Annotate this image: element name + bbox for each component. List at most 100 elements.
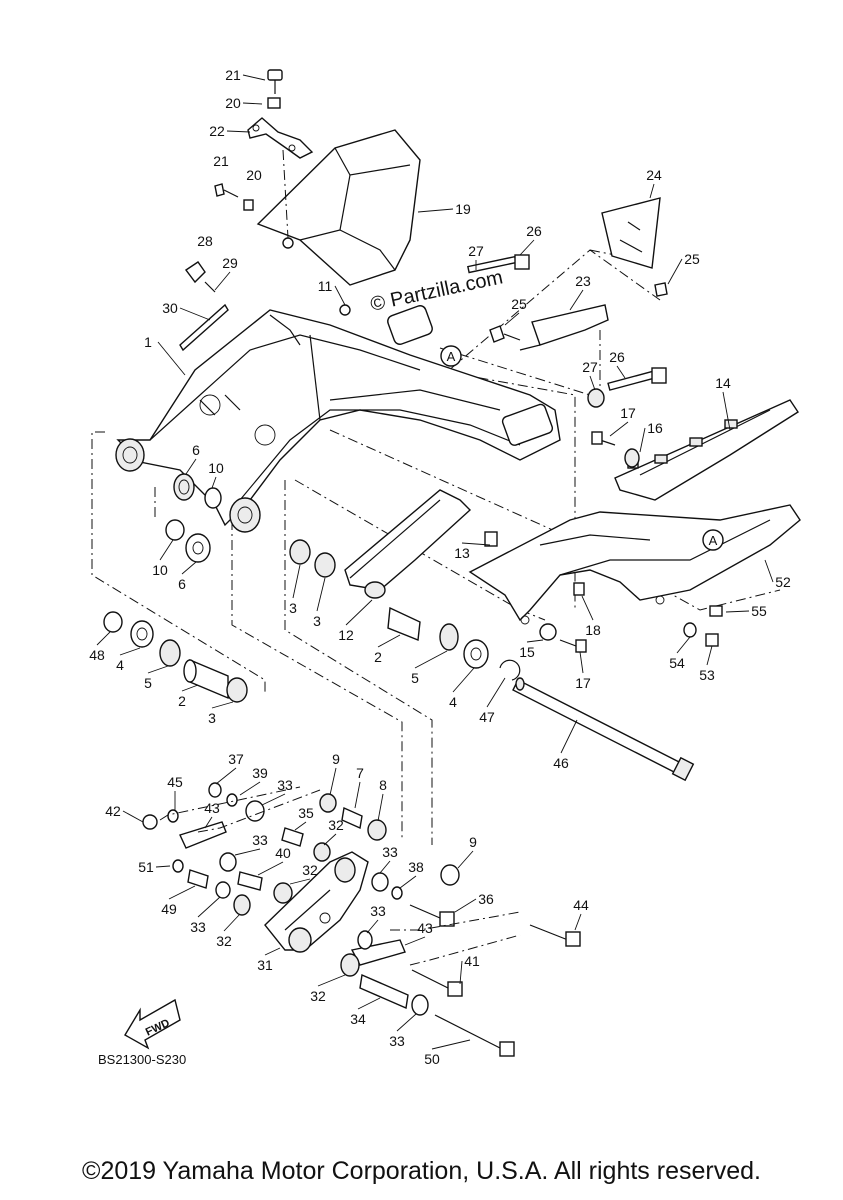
- callout-leader-line: [155, 865, 171, 868]
- callout-labels: 2120222120192428292726251130232512726141…: [89, 67, 791, 1067]
- callout-leader-line: [459, 960, 463, 985]
- callout-8: 8: [379, 777, 387, 793]
- callout-leader-line: [211, 476, 217, 489]
- callout-leader-line: [257, 861, 284, 876]
- callout-3: 3: [289, 600, 297, 616]
- callout-leader-line: [334, 285, 346, 306]
- callout-11: 11: [318, 278, 333, 294]
- callout-25: 25: [511, 296, 527, 312]
- callout-36: 36: [478, 891, 494, 907]
- callout-9: 9: [469, 834, 477, 850]
- callout-12: 12: [338, 627, 354, 643]
- callout-leader-line: [414, 650, 448, 669]
- callout-leader-line: [181, 561, 197, 575]
- callout-1: 1: [144, 334, 152, 350]
- callout-leader-line: [226, 130, 251, 133]
- callout-19: 19: [455, 201, 471, 217]
- callout-leader-line: [168, 885, 196, 900]
- callout-53: 53: [699, 667, 715, 683]
- callout-leader-line: [649, 183, 655, 199]
- callout-leader-line: [431, 1039, 471, 1050]
- callout-26: 26: [609, 349, 625, 365]
- callout-leader-line: [486, 677, 506, 708]
- callout-40: 40: [275, 845, 291, 861]
- bolts-16-17: [591, 431, 640, 468]
- callout-leader-line: [560, 719, 578, 754]
- callout-leader-line: [404, 936, 426, 946]
- ref-marker-label: A: [709, 533, 718, 548]
- callout-21: 21: [225, 67, 241, 83]
- callout-2: 2: [374, 649, 382, 665]
- callout-leader-line: [706, 645, 713, 666]
- linkage-bolts: [409, 904, 581, 1057]
- linkage-reference-lines: [159, 786, 521, 966]
- callout-29: 29: [222, 255, 238, 271]
- callout-leader-line: [377, 793, 384, 822]
- callout-5: 5: [144, 675, 152, 691]
- callout-7: 7: [356, 765, 364, 781]
- callout-18: 18: [585, 622, 601, 638]
- callout-leader-line: [119, 647, 141, 656]
- callout-41: 41: [464, 953, 480, 969]
- callout-leader-line: [569, 289, 584, 311]
- axle: [512, 677, 695, 782]
- callout-10: 10: [208, 460, 224, 476]
- callout-leader-line: [181, 684, 199, 692]
- callout-leader-line: [122, 810, 144, 823]
- callout-45: 45: [167, 774, 183, 790]
- callout-leader-line: [454, 898, 477, 913]
- callout-5: 5: [411, 670, 419, 686]
- callout-leader-line: [589, 375, 596, 391]
- callout-leader-line: [609, 421, 629, 437]
- callout-16: 16: [647, 420, 663, 436]
- callout-3: 3: [313, 613, 321, 629]
- callout-30: 30: [162, 300, 178, 316]
- copyright-text: ©2019 Yamaha Motor Corporation, U.S.A. A…: [82, 1157, 761, 1185]
- callout-2: 2: [178, 693, 186, 709]
- callout-leader-line: [366, 919, 379, 934]
- callout-32: 32: [216, 933, 232, 949]
- callout-33: 33: [370, 903, 386, 919]
- callout-38: 38: [408, 859, 424, 875]
- bolts-53-55: [573, 582, 723, 647]
- callout-33: 33: [277, 777, 293, 793]
- callout-leader-line: [579, 651, 584, 674]
- callout-leader-line: [215, 767, 237, 785]
- callout-leader-line: [526, 639, 544, 643]
- callout-leader-line: [179, 307, 211, 321]
- callout-23: 23: [575, 273, 591, 289]
- callout-32: 32: [328, 817, 344, 833]
- callout-9: 9: [332, 751, 340, 767]
- ref-marker-a: A A: [440, 345, 724, 551]
- chain-cover: [256, 129, 421, 286]
- callout-17: 17: [575, 675, 591, 691]
- callout-35: 35: [298, 805, 314, 821]
- callout-leader-line: [292, 564, 301, 599]
- callout-17: 17: [620, 405, 636, 421]
- callout-27: 27: [582, 359, 598, 375]
- callout-34: 34: [350, 1011, 366, 1027]
- callout-leader-line: [452, 667, 475, 693]
- bolt-26-27: [467, 254, 667, 408]
- swingarm: [115, 305, 561, 533]
- ref-marker-label: A: [447, 349, 456, 364]
- callout-leader-line: [234, 848, 261, 856]
- callout-leader-line: [379, 860, 391, 874]
- callout-6: 6: [192, 442, 200, 458]
- callout-leaders: [96, 74, 774, 1050]
- callout-leader-line: [242, 102, 263, 105]
- callout-24: 24: [646, 167, 662, 183]
- callout-leader-line: [289, 878, 311, 885]
- callout-31: 31: [257, 957, 273, 973]
- callout-3: 3: [208, 710, 216, 726]
- callout-43: 43: [204, 800, 220, 816]
- sensor-parts: [179, 261, 351, 352]
- callout-leader-line: [396, 1013, 417, 1032]
- callout-leader-line: [214, 271, 231, 291]
- callout-51: 51: [138, 859, 154, 875]
- callout-14: 14: [715, 375, 731, 391]
- callout-leader-line: [316, 577, 326, 612]
- callout-leader-line: [345, 599, 373, 626]
- callout-6: 6: [178, 576, 186, 592]
- callout-leader-line: [354, 781, 361, 809]
